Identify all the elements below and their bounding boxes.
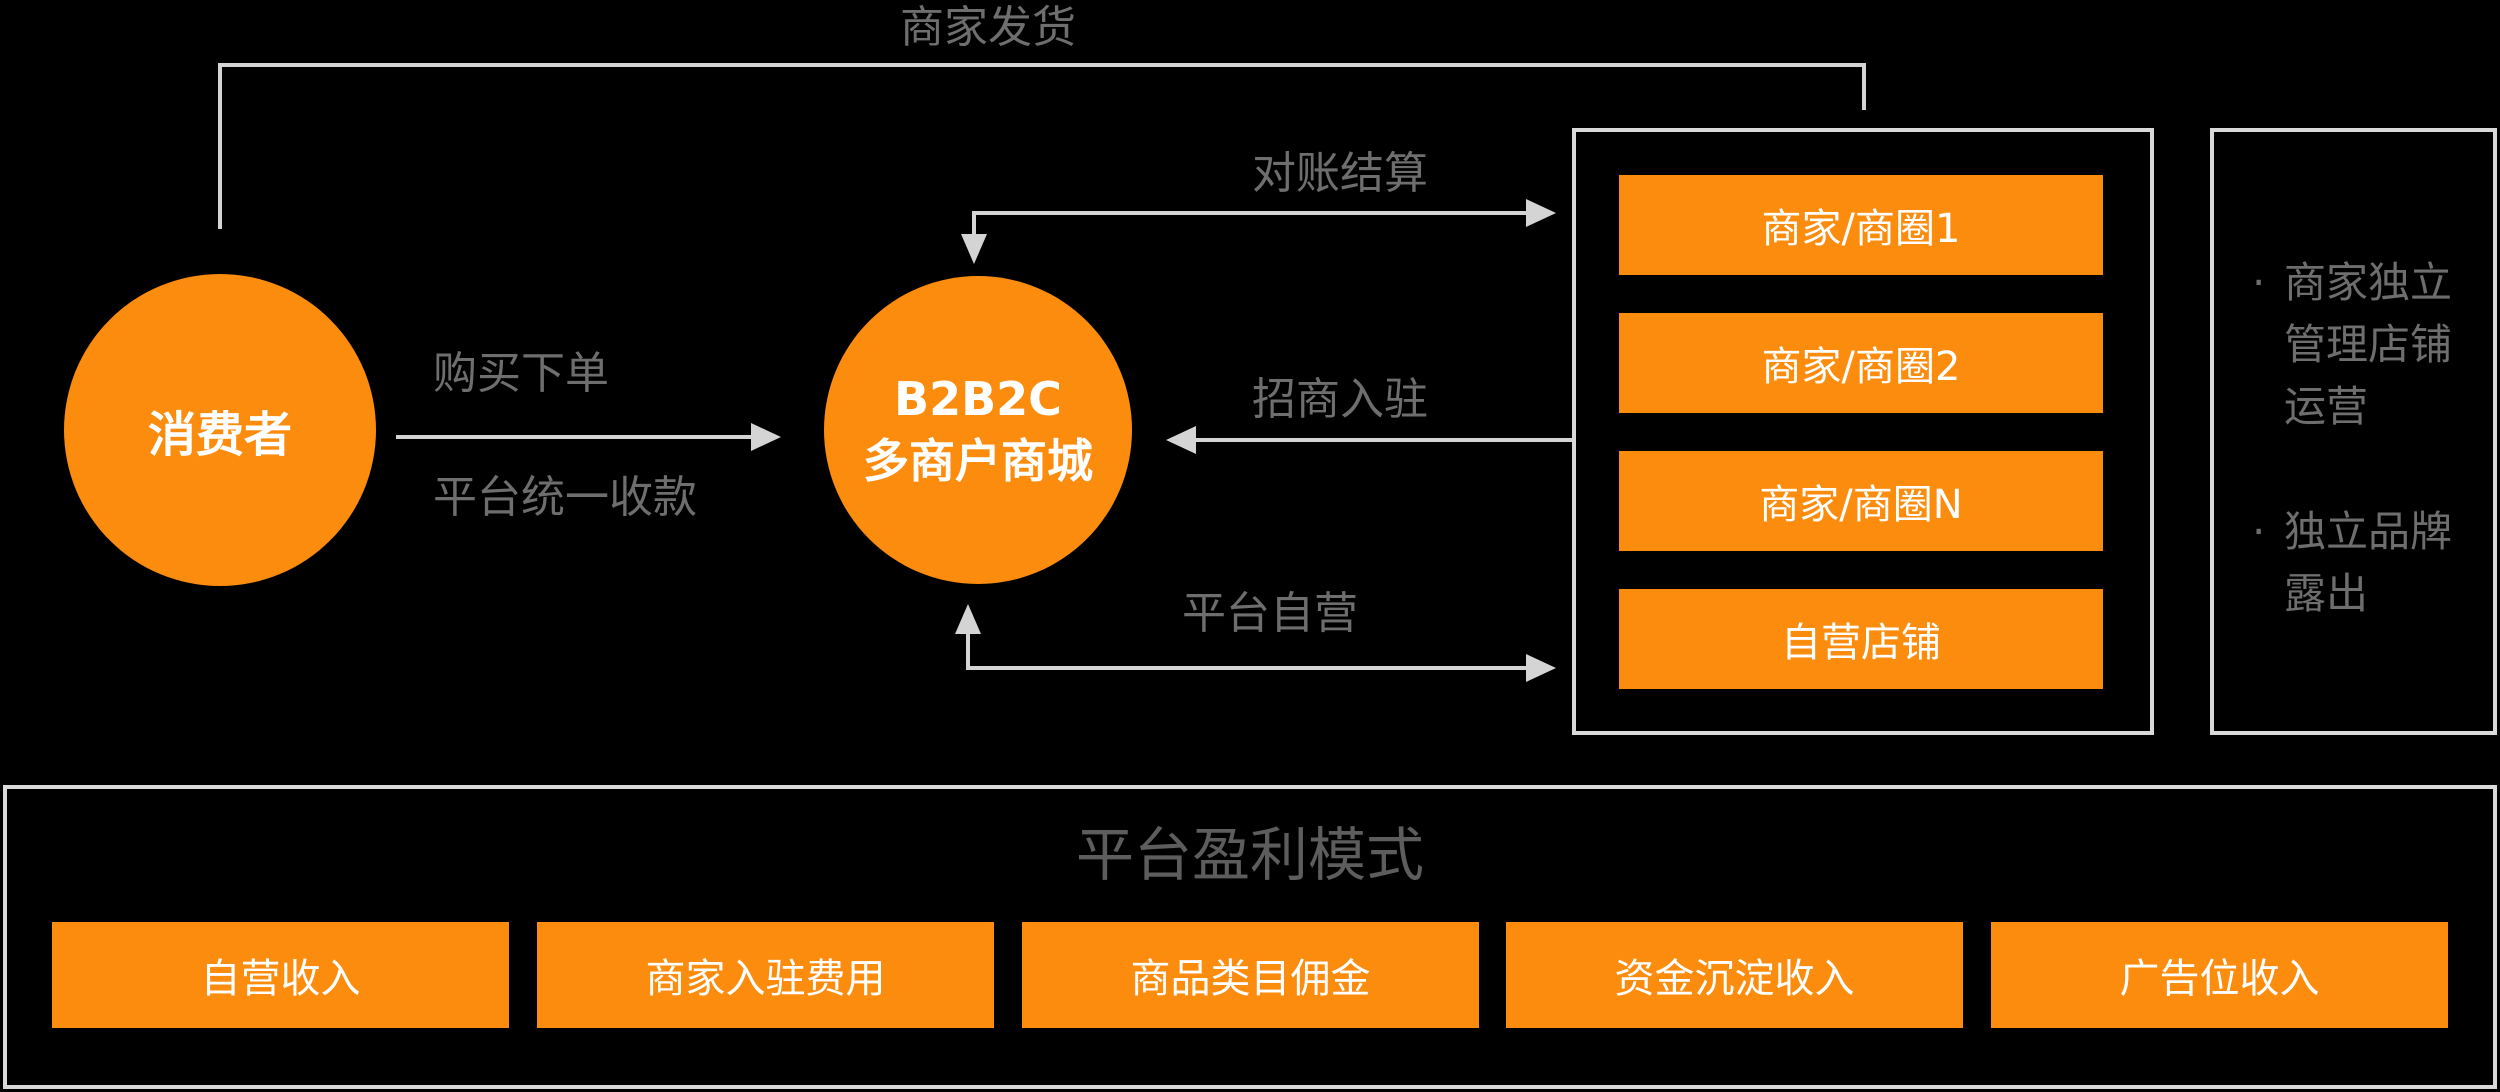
profit-title: 平台盈利模式 — [1075, 821, 1424, 889]
selfrun-arrow-line — [966, 666, 1532, 670]
note-item-1-text: 商家独立管理店铺运营 — [2284, 258, 2453, 431]
join-arrowhead-left-icon — [1166, 426, 1196, 454]
profit-box — [3, 785, 2497, 1089]
ship-line-left-vertical — [218, 63, 222, 229]
mall-circle-line2: 多商户商城 — [863, 434, 1093, 488]
ship-flow-label: 商家发货 — [900, 2, 1076, 53]
bullet-icon: · — [2252, 507, 2266, 556]
profit-item-2-label: 商家入驻费用 — [645, 956, 886, 1002]
settle-arrowhead-right-icon — [1526, 199, 1556, 227]
consumer-circle: 消费者 — [64, 274, 376, 586]
mall-circle-label: B2B2C 多商户商城 — [863, 368, 1093, 492]
join-arrow-line — [1192, 438, 1572, 442]
selfrun-shop-item: 自营店铺 — [1619, 589, 2103, 689]
note-item-1: · 商家独立管理店铺运营 — [2252, 252, 2466, 438]
settle-arrow-line — [972, 211, 1532, 215]
selfrun-arrowhead-right-icon — [1526, 654, 1556, 682]
note-item-2-text: 独立品牌露出 — [2284, 507, 2453, 618]
consumer-circle-label: 消费者 — [147, 407, 292, 463]
bullet-icon: · — [2252, 258, 2266, 307]
merchant-item-1-label: 商家/商圈1 — [1761, 206, 1961, 252]
profit-item-1-label: 自营收入 — [200, 956, 361, 1002]
selfrun-arrowhead-up-icon — [955, 604, 981, 634]
mall-circle: B2B2C 多商户商城 — [824, 276, 1132, 584]
mall-circle-line1: B2B2C — [894, 372, 1062, 426]
profit-item-5-label: 广告位收入 — [2119, 956, 2320, 1002]
selfrun-label: 平台自营 — [1182, 588, 1358, 639]
ship-line-right-vertical — [1862, 63, 1866, 110]
profit-item-category-commission: 商品类目佣金 — [1022, 922, 1479, 1028]
platform-collect-label: 平台统一收款 — [433, 472, 697, 523]
buy-arrowhead-right-icon — [751, 423, 781, 451]
profit-item-selfrun-revenue: 自营收入 — [52, 922, 509, 1028]
selfrun-corner-vertical — [966, 632, 970, 670]
join-label: 招商入驻 — [1252, 374, 1428, 425]
merchant-item-n: 商家/商圈N — [1619, 451, 2103, 551]
settle-label: 对账结算 — [1252, 148, 1428, 199]
merchant-item-n-label: 商家/商圈N — [1759, 482, 1963, 528]
buy-arrow-line — [396, 435, 756, 439]
profit-item-ad-revenue: 广告位收入 — [1991, 922, 2448, 1028]
ship-line-top-horizontal — [218, 63, 1866, 67]
note-item-2: · 独立品牌露出 — [2252, 501, 2466, 625]
settle-corner-vertical — [972, 211, 976, 241]
profit-item-capital-revenue: 资金沉淀收入 — [1506, 922, 1963, 1028]
profit-item-entry-fee: 商家入驻费用 — [537, 922, 994, 1028]
buy-order-label: 购买下单 — [433, 348, 609, 399]
selfrun-shop-item-label: 自营店铺 — [1781, 620, 1941, 666]
merchant-item-2: 商家/商圈2 — [1619, 313, 2103, 413]
profit-item-3-label: 商品类目佣金 — [1130, 956, 1371, 1002]
settle-arrowhead-down-icon — [961, 234, 987, 264]
merchants-box — [1572, 128, 2154, 735]
profit-item-4-label: 资金沉淀收入 — [1614, 956, 1855, 1002]
merchant-item-2-label: 商家/商圈2 — [1761, 344, 1961, 390]
merchant-item-1: 商家/商圈1 — [1619, 175, 2103, 275]
notes-box — [2210, 128, 2497, 735]
